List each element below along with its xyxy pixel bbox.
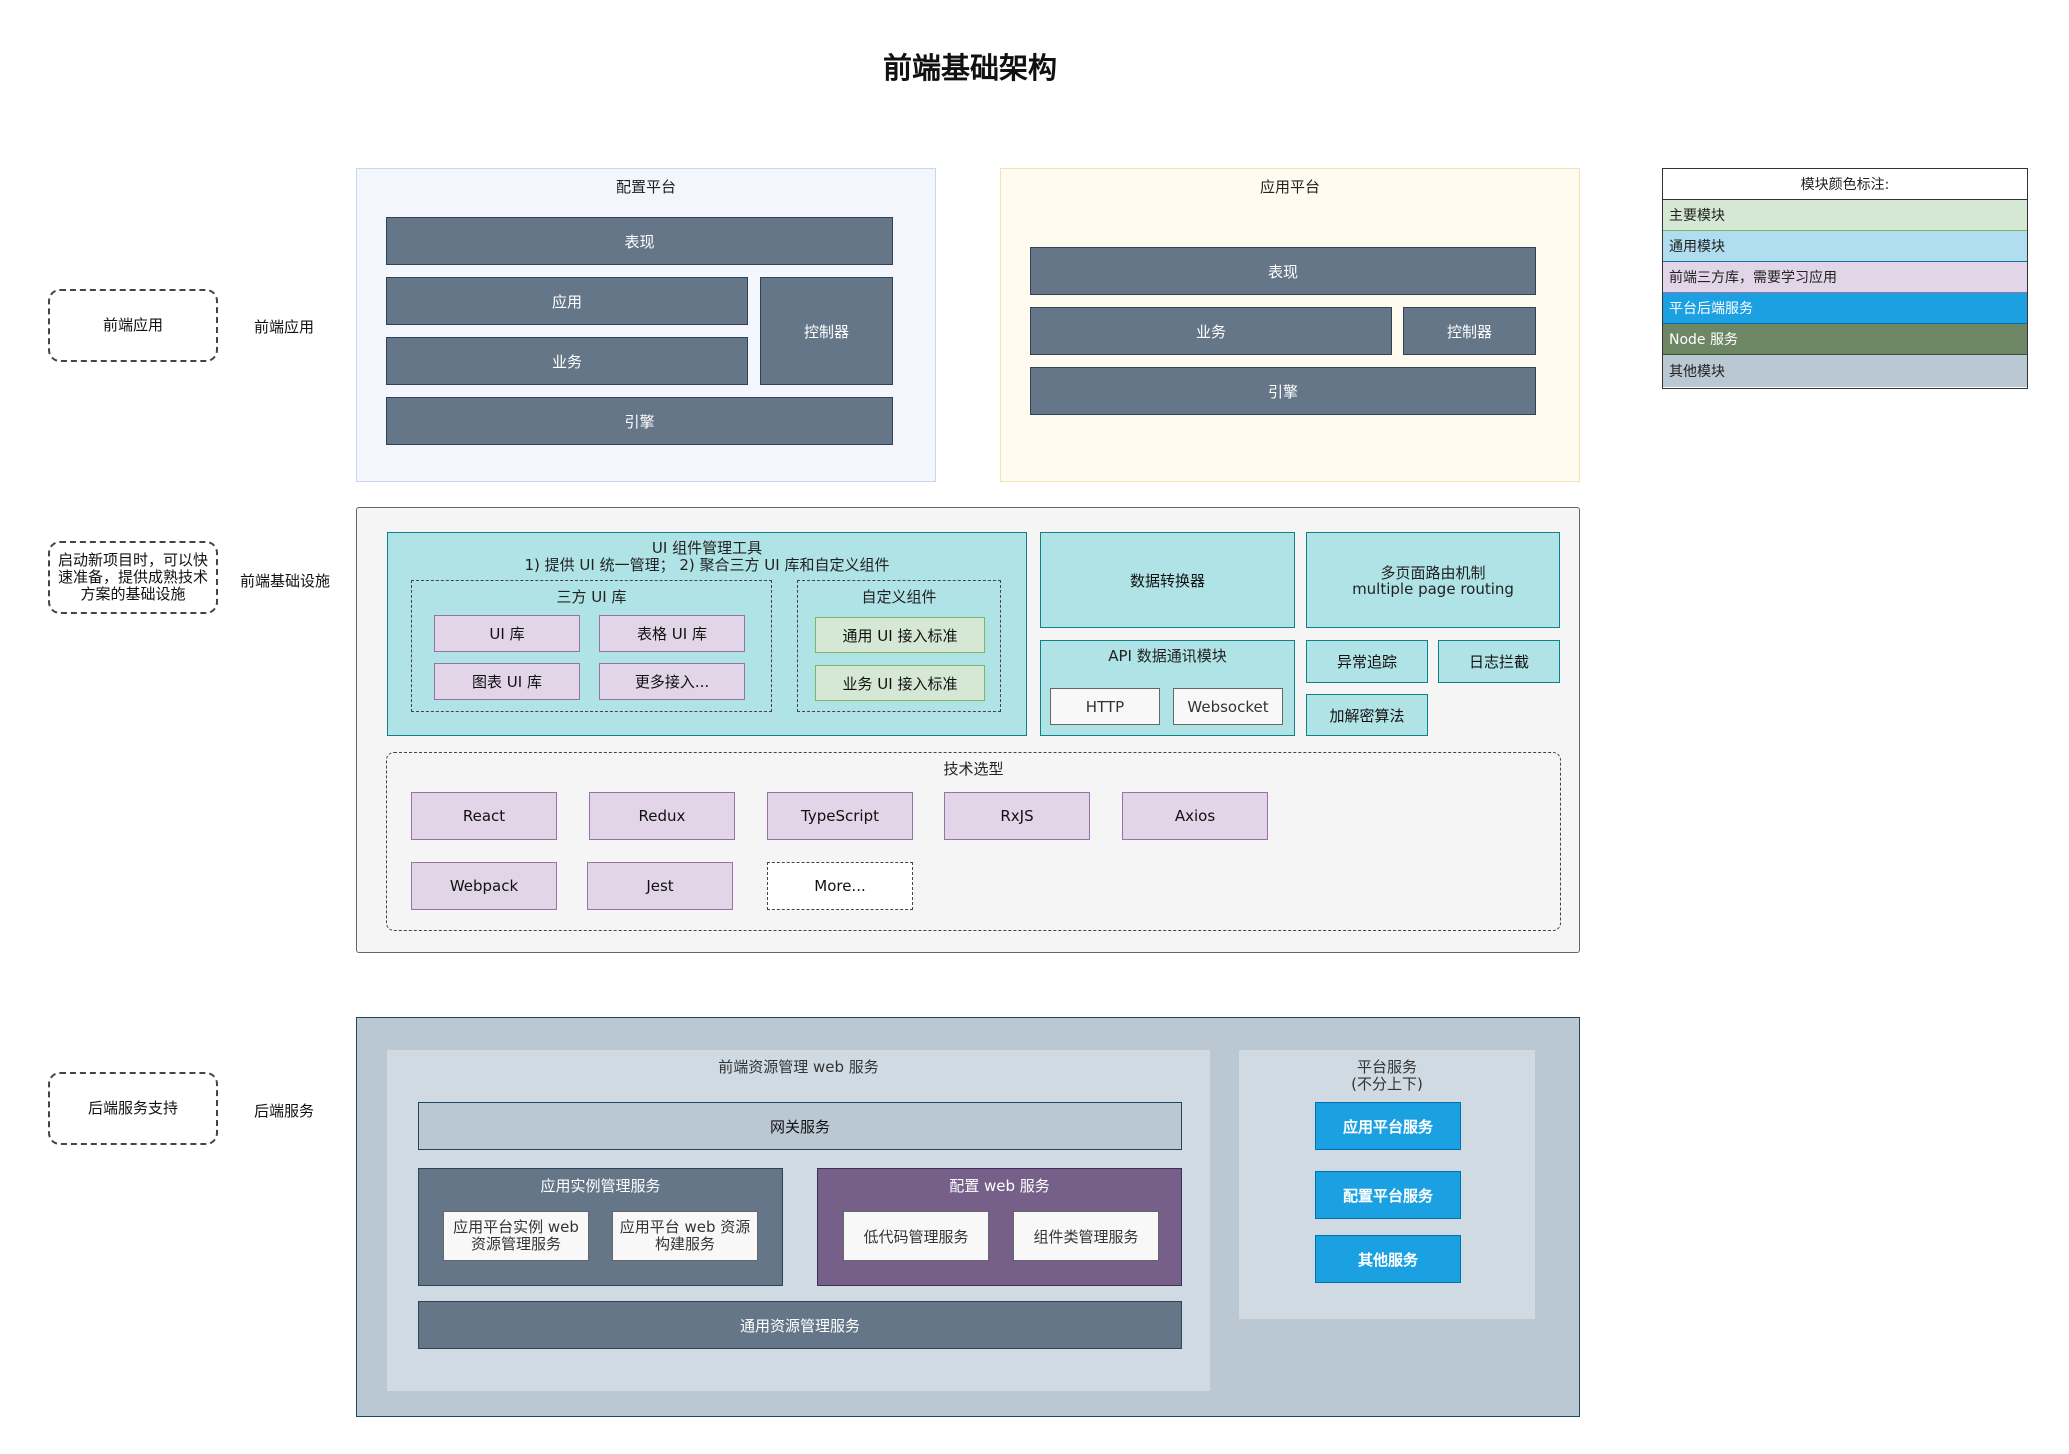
custom-components-group bbox=[797, 580, 1001, 712]
api-module-title: API 数据通讯模块 bbox=[1108, 646, 1227, 665]
tech-selection-title: 技术选型 bbox=[943, 759, 1004, 778]
jest-block[interactable]: Jest bbox=[587, 862, 733, 910]
axios-block[interactable]: Axios bbox=[1122, 792, 1268, 840]
frontend-app-label-box: 前端应用 bbox=[48, 289, 218, 362]
config-presentation-block[interactable]: 表现 bbox=[386, 217, 893, 265]
app-instance-management-title: 应用实例管理服务 bbox=[540, 1176, 661, 1195]
instance-resource-management-block[interactable]: 应用平台实例 web 资源管理服务 bbox=[443, 1211, 589, 1261]
legend-title: 模块颜色标注: bbox=[1663, 169, 2027, 200]
component-class-management-block[interactable]: 组件类管理服务 bbox=[1013, 1211, 1159, 1261]
low-code-management-block[interactable]: 低代码管理服务 bbox=[843, 1211, 989, 1261]
page-routing-title: 多页面路由机制 bbox=[1380, 563, 1486, 582]
legend-platform-backend: 平台后端服务 bbox=[1663, 293, 2027, 324]
app-controller-block[interactable]: 控制器 bbox=[1403, 307, 1536, 355]
app-business-block[interactable]: 业务 bbox=[1030, 307, 1392, 355]
rxjs-block[interactable]: RxJS bbox=[944, 792, 1090, 840]
third-party-ui-title: 三方 UI 库 bbox=[556, 587, 627, 606]
chart-ui-library-block[interactable]: 图表 UI 库 bbox=[434, 663, 580, 700]
exception-tracking-block[interactable]: 异常追踪 bbox=[1306, 640, 1428, 683]
more-integrations-block[interactable]: 更多接入... bbox=[599, 663, 745, 700]
ui-library-block[interactable]: UI 库 bbox=[434, 615, 580, 652]
legend-main-module: 主要模块 bbox=[1663, 200, 2027, 231]
crypto-algorithm-block[interactable]: 加解密算法 bbox=[1306, 694, 1428, 736]
react-block[interactable]: React bbox=[411, 792, 557, 840]
common-resource-management-block[interactable]: 通用资源管理服务 bbox=[418, 1301, 1182, 1349]
custom-components-title: 自定义组件 bbox=[861, 587, 937, 606]
websocket-block[interactable]: Websocket bbox=[1173, 688, 1283, 725]
config-controller-block[interactable]: 控制器 bbox=[760, 277, 893, 385]
ui-tool-subtitle: 1) 提供 UI 统一管理； 2) 聚合三方 UI 库和自定义组件 bbox=[524, 555, 890, 574]
app-platform-title: 应用平台 bbox=[1259, 177, 1320, 196]
webpack-block[interactable]: Webpack bbox=[411, 862, 557, 910]
config-application-block[interactable]: 应用 bbox=[386, 277, 748, 325]
data-converter-block[interactable]: 数据转换器 bbox=[1040, 532, 1295, 628]
backend-label-box: 后端服务支持 bbox=[48, 1072, 218, 1145]
business-ui-standard-block[interactable]: 业务 UI 接入标准 bbox=[815, 665, 985, 701]
config-business-block[interactable]: 业务 bbox=[386, 337, 748, 385]
backend-label: 后端服务 bbox=[254, 1102, 315, 1120]
platform-services-subtitle: (不分上下) bbox=[1351, 1074, 1423, 1093]
page-title: 前端基础架构 bbox=[882, 51, 1057, 85]
frontend-app-label: 前端应用 bbox=[254, 318, 315, 336]
legend-other-module: 其他模块 bbox=[1663, 355, 2027, 387]
config-engine-block[interactable]: 引擎 bbox=[386, 397, 893, 445]
page-routing-block[interactable] bbox=[1306, 532, 1560, 628]
third-party-ui-group bbox=[411, 580, 772, 712]
infra-label: 前端基础设施 bbox=[240, 572, 331, 590]
web-service-title: 前端资源管理 web 服务 bbox=[718, 1057, 879, 1076]
config-web-service-title: 配置 web 服务 bbox=[949, 1176, 1050, 1195]
common-ui-standard-block[interactable]: 通用 UI 接入标准 bbox=[815, 617, 985, 653]
other-services-block[interactable]: 其他服务 bbox=[1315, 1235, 1461, 1283]
legend-node-service: Node 服务 bbox=[1663, 324, 2027, 355]
legend: 模块颜色标注: 主要模块 通用模块 前端三方库，需要学习应用 平台后端服务 No… bbox=[1662, 168, 2028, 389]
gateway-service-block[interactable]: 网关服务 bbox=[418, 1102, 1182, 1150]
platform-services-title: 平台服务 bbox=[1356, 1057, 1417, 1076]
redux-block[interactable]: Redux bbox=[589, 792, 735, 840]
config-platform-service-block[interactable]: 配置平台服务 bbox=[1315, 1171, 1461, 1219]
more-tech-block[interactable]: More... bbox=[767, 862, 913, 910]
legend-third-party-lib: 前端三方库，需要学习应用 bbox=[1663, 262, 2027, 293]
infra-label-box: 启动新项目时，可以快速准备，提供成熟技术方案的基础设施 bbox=[48, 541, 218, 614]
typescript-block[interactable]: TypeScript bbox=[767, 792, 913, 840]
config-platform-title: 配置平台 bbox=[615, 177, 676, 196]
http-block[interactable]: HTTP bbox=[1050, 688, 1160, 725]
log-interception-block[interactable]: 日志拦截 bbox=[1438, 640, 1560, 683]
legend-common-module: 通用模块 bbox=[1663, 231, 2027, 262]
table-ui-library-block[interactable]: 表格 UI 库 bbox=[599, 615, 745, 652]
tech-selection-group bbox=[386, 752, 1561, 931]
app-engine-block[interactable]: 引擎 bbox=[1030, 367, 1536, 415]
page-routing-subtitle: multiple page routing bbox=[1352, 580, 1514, 598]
app-presentation-block[interactable]: 表现 bbox=[1030, 247, 1536, 295]
ui-tool-title: UI 组件管理工具 bbox=[651, 538, 763, 557]
web-resource-build-block[interactable]: 应用平台 web 资源构建服务 bbox=[612, 1211, 758, 1261]
app-platform-service-block[interactable]: 应用平台服务 bbox=[1315, 1102, 1461, 1150]
